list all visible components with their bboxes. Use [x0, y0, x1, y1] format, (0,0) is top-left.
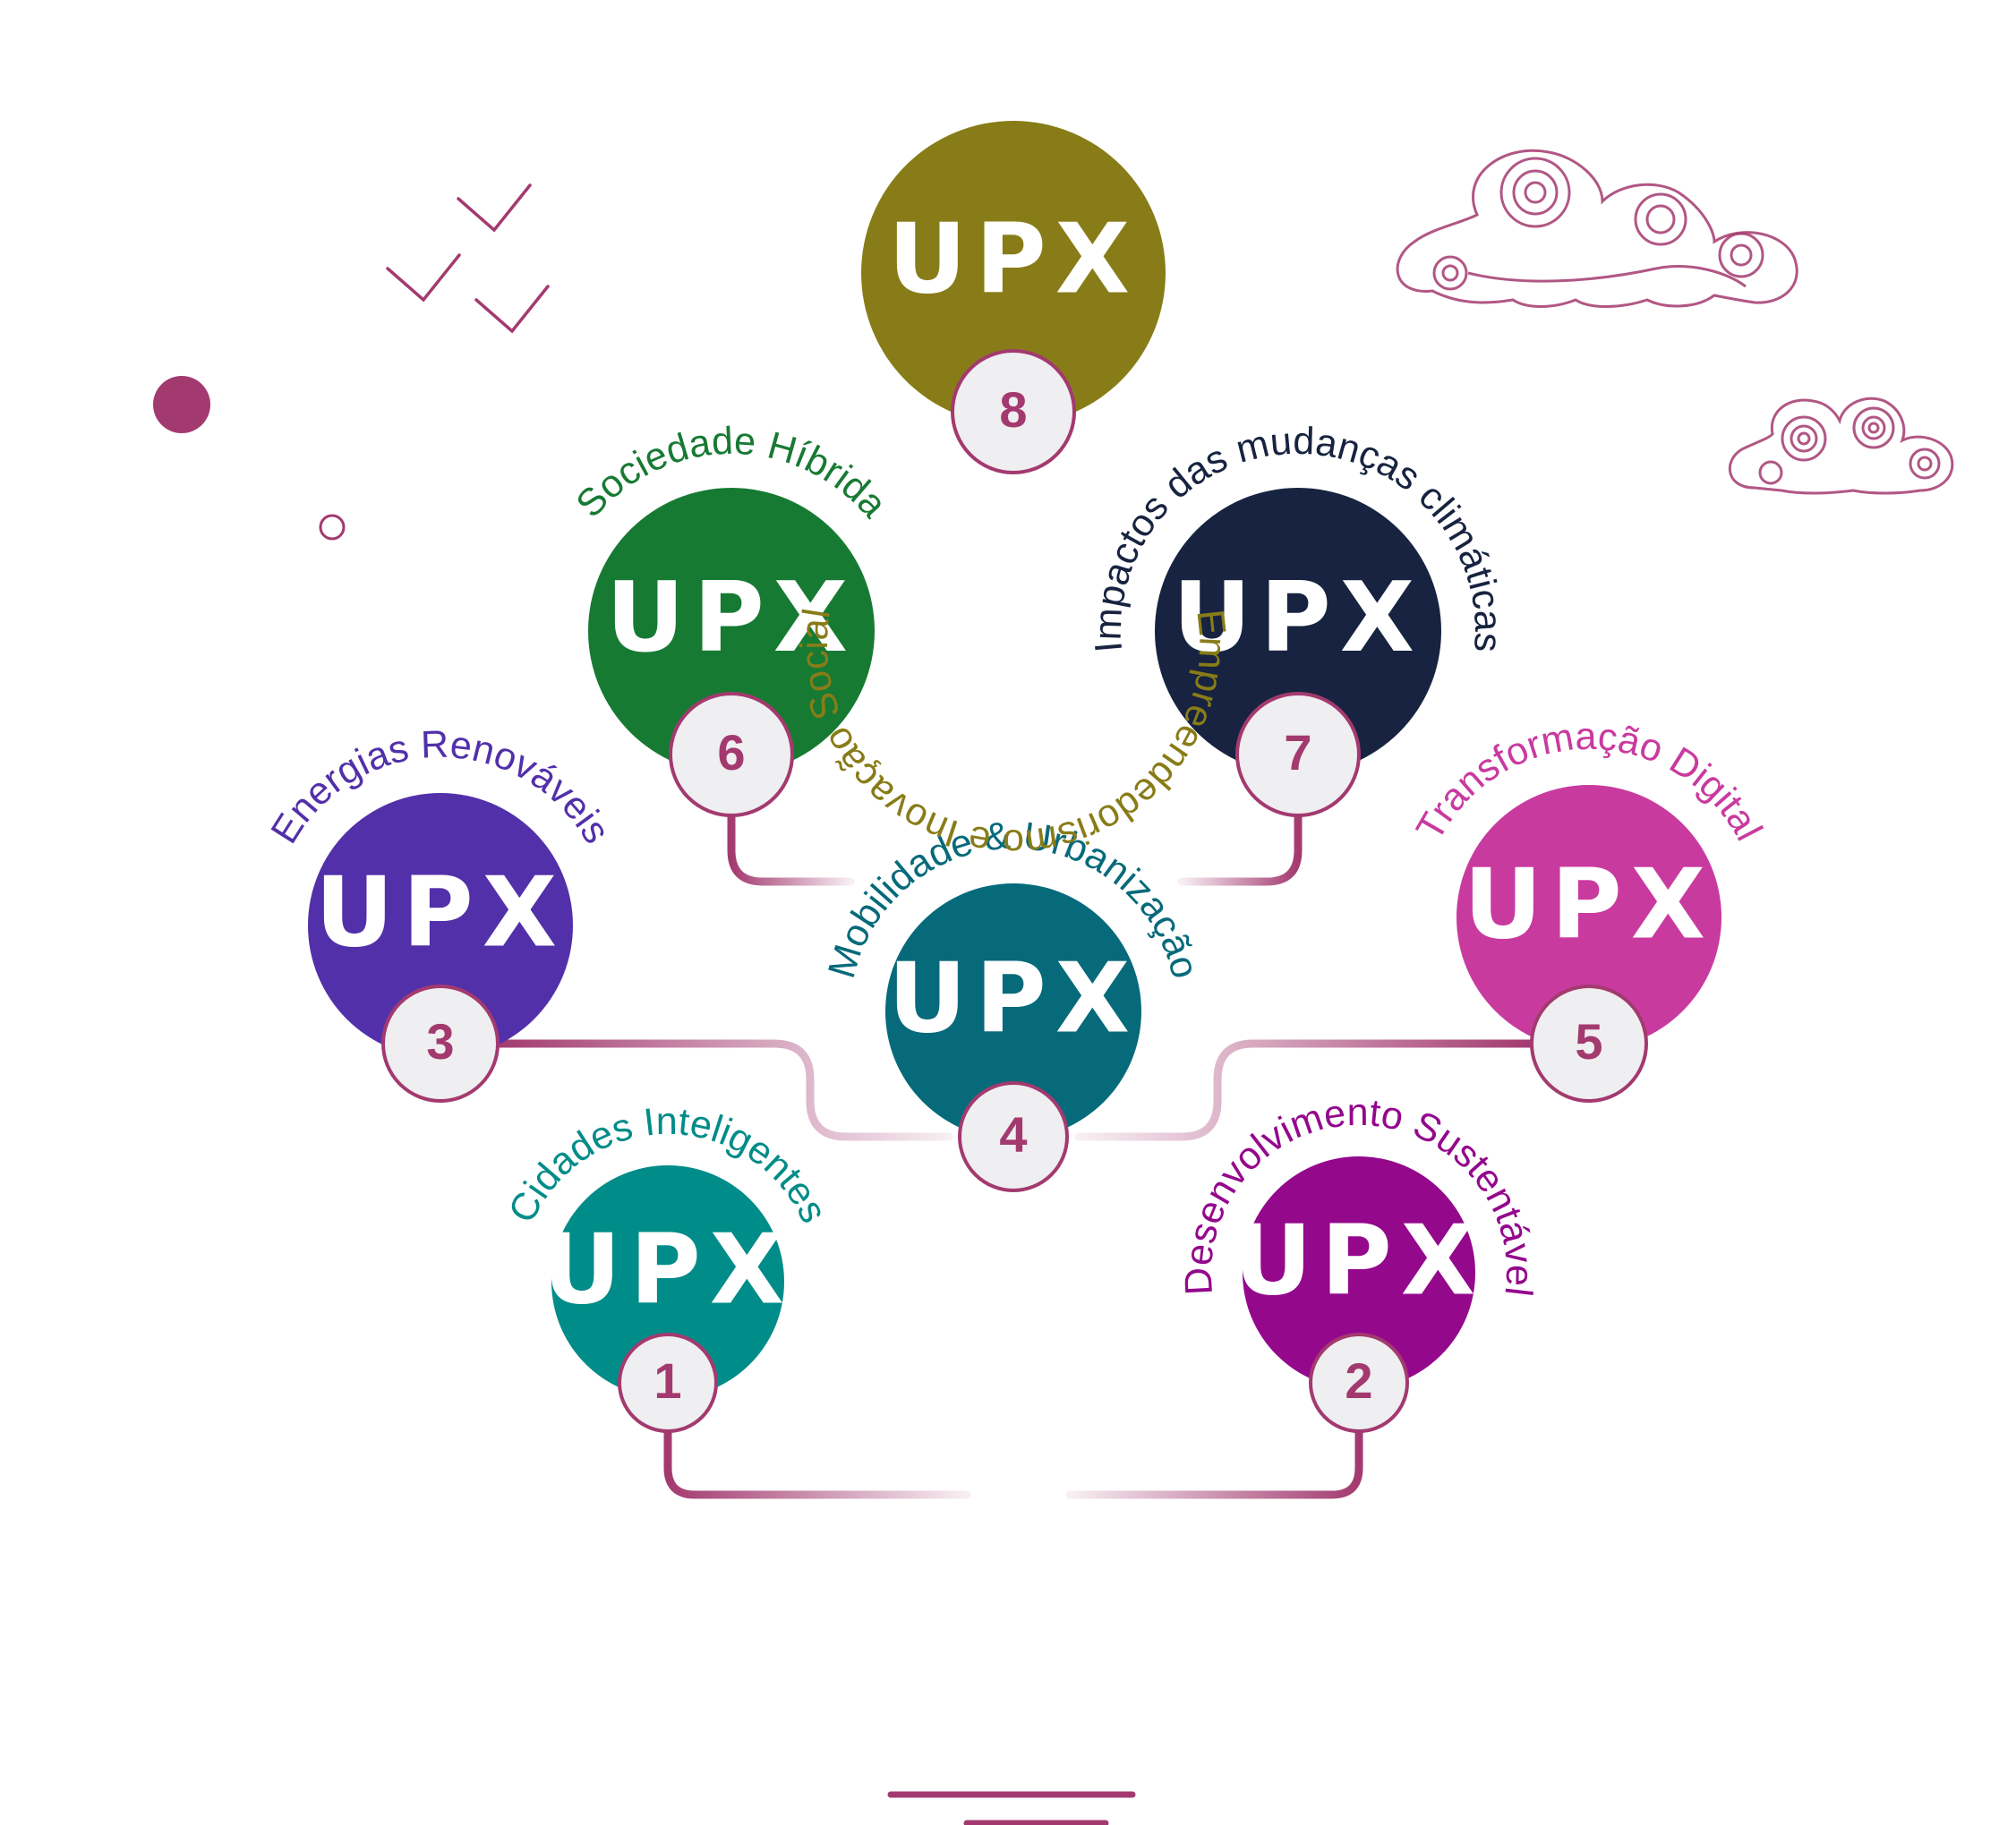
topic-circle — [551, 1165, 784, 1398]
topic-circle — [588, 488, 875, 774]
upx-logo: UPX — [542, 1214, 793, 1326]
topic-number: 6 — [717, 724, 745, 780]
upx-logo: UPX — [606, 562, 857, 674]
topic-circle — [1456, 785, 1721, 1050]
number-badge — [618, 1333, 718, 1433]
number-badge — [1309, 1333, 1409, 1433]
decorations — [153, 183, 550, 541]
topic-circle — [885, 883, 1141, 1139]
number-badge — [958, 1081, 1069, 1192]
branch-3 — [492, 1039, 953, 1141]
upx-logo: UPX — [1234, 1205, 1484, 1317]
topic-number: 8 — [999, 381, 1027, 438]
branch-6 — [727, 806, 855, 886]
number-badge — [669, 692, 794, 817]
topic-circle — [308, 793, 573, 1058]
branch-1 — [663, 1423, 971, 1499]
upx-logo: UPX — [1464, 849, 1714, 960]
swirl-cloud-icon — [1729, 397, 1954, 495]
branch-7 — [1177, 806, 1303, 886]
bird-checkmark-icon — [474, 285, 550, 334]
upx-logo: UPX — [315, 857, 566, 968]
number-badge — [381, 985, 500, 1103]
topic-circle — [1243, 1156, 1475, 1389]
topic-number: 5 — [1575, 1013, 1602, 1070]
topic-number: 7 — [1284, 724, 1311, 780]
upx-logo: UPX — [888, 943, 1139, 1055]
number-badge — [1530, 985, 1648, 1103]
dot-icon — [153, 376, 210, 433]
upx-logo: UPX — [888, 203, 1139, 315]
topic-number: 4 — [999, 1106, 1027, 1163]
branch-2 — [1065, 1423, 1363, 1499]
upx-logo: UPX — [1173, 562, 1423, 674]
swirl-cloud-icon — [1396, 149, 1798, 308]
branch-5 — [1074, 1039, 1535, 1141]
topic-number: 3 — [426, 1013, 454, 1070]
topic-circle — [1155, 488, 1441, 774]
bird-checkmark-icon — [386, 253, 461, 303]
ground — [887, 1791, 1136, 1825]
topic-number: 1 — [653, 1352, 681, 1409]
number-badge — [1235, 692, 1361, 817]
ring-icon — [319, 514, 346, 541]
bird-checkmark-icon — [457, 183, 532, 233]
topic-number: 2 — [1345, 1352, 1372, 1409]
topic-circle — [861, 121, 1166, 425]
number-badge — [951, 349, 1076, 474]
branches — [492, 443, 1535, 1799]
